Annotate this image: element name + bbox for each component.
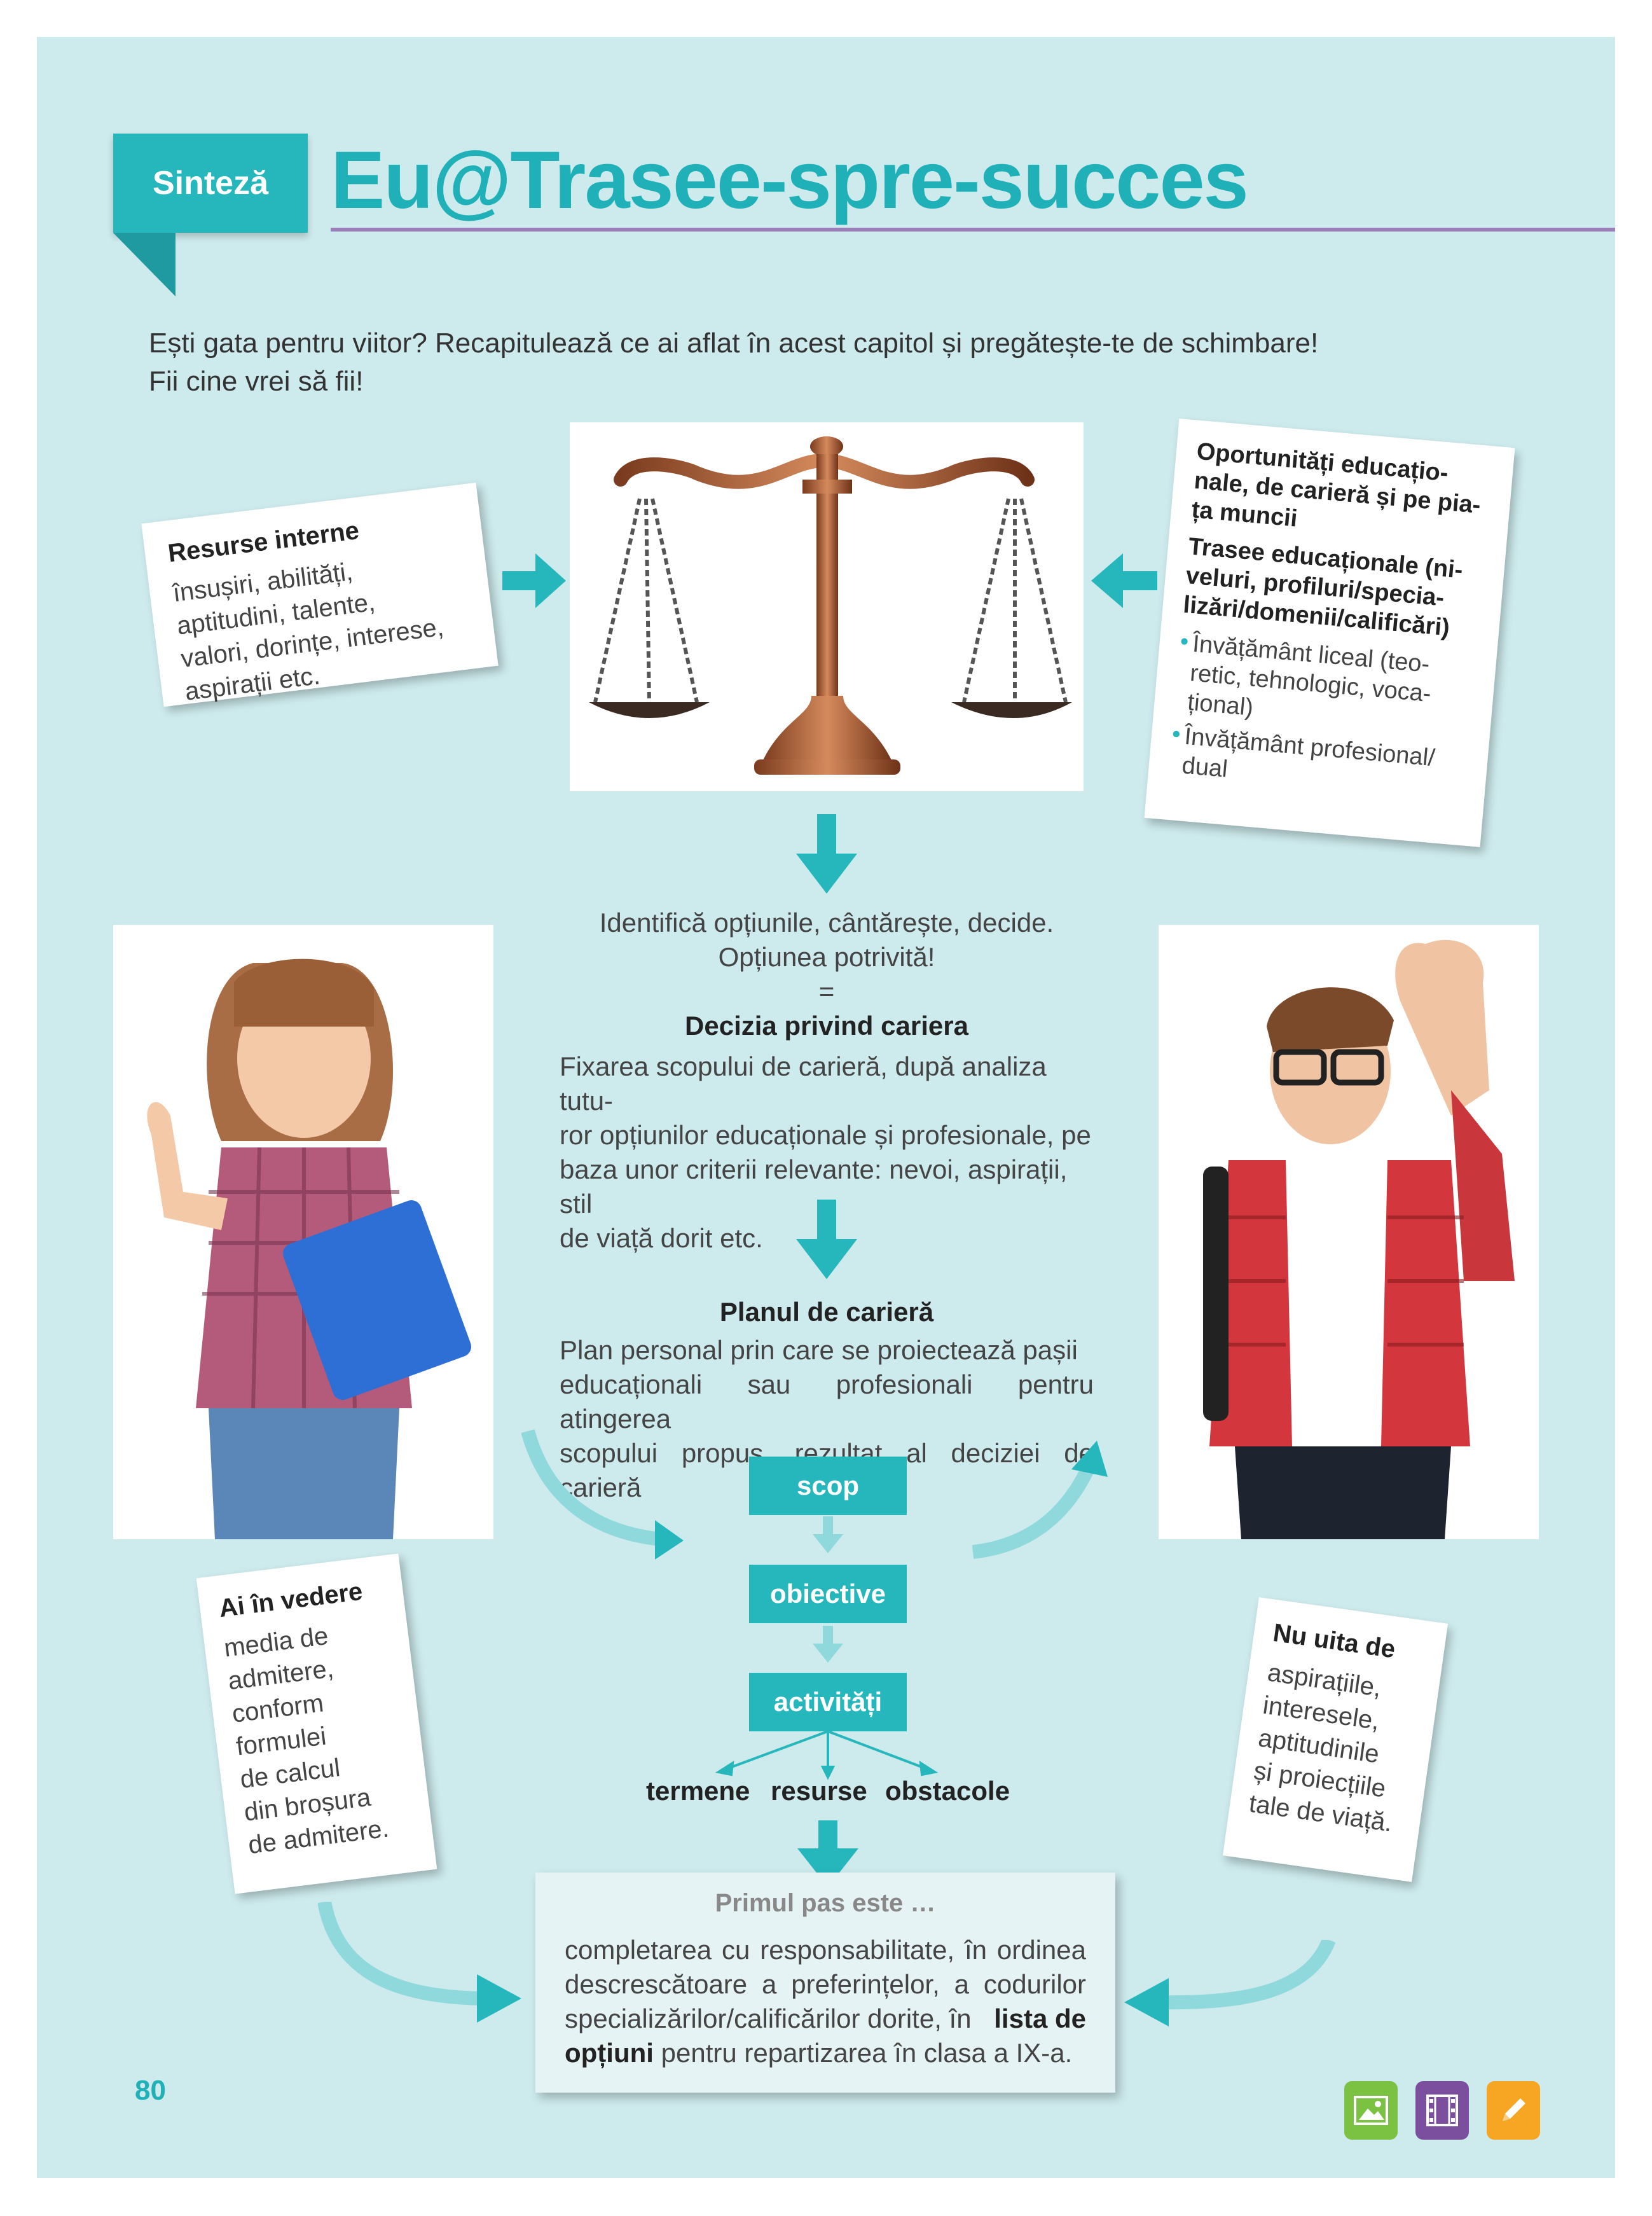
equals-sign: = <box>818 976 835 1006</box>
pencil-icon[interactable] <box>1487 2081 1540 2140</box>
intro-text: Ești gata pentru viitor? Recapitulează c… <box>149 324 1318 401</box>
balance-scale-icon <box>589 436 1072 775</box>
arrow-left-icon <box>1091 553 1157 608</box>
section-tag-label: Sinteză <box>152 165 269 202</box>
section-tag: Sinteză <box>113 134 308 233</box>
arrow-down-icon <box>797 1820 858 1887</box>
intro-line-2: Fii cine vrei să fii! <box>149 366 364 397</box>
arrow-down-icon <box>813 1516 843 1553</box>
nu-uita-card: Nu uita de aspirațiile, interesele, apti… <box>1222 1597 1449 1882</box>
primul-pas-title: Primul pas este … <box>715 1889 936 1917</box>
page-number: 80 <box>135 2075 166 2106</box>
student-girl-icon <box>147 959 472 1539</box>
pencil-glyph <box>1503 2098 1525 2121</box>
branch-arrows <box>715 1731 939 1780</box>
decizia-line: ror opțiunilor educaționale și profesion… <box>560 1120 1091 1150</box>
film-glyph <box>1426 2095 1458 2126</box>
arrow-down-icon <box>796 814 857 894</box>
oportunitati-title: Oportunități educațio- nale, de carieră … <box>1190 437 1493 550</box>
ai-in-vedere-card: Ai în vedere media de admitere, conform … <box>196 1553 437 1894</box>
trasee-subtitle: Trasee educaționale (ni- veluri, profilu… <box>1182 532 1485 645</box>
obiective-box: obiective <box>749 1565 907 1623</box>
oportunitati-card: Oportunități educațio- nale, de carieră … <box>1144 419 1515 847</box>
bullet-icon: • <box>1171 721 1182 749</box>
primul-pas-line: opțiuni pentru repartizarea în clasa a I… <box>565 2036 1086 2070</box>
page-title: Eu@Trasee-spre-succes <box>331 135 1249 226</box>
curved-arrow-icon <box>318 1902 521 2023</box>
scop-label: scop <box>796 1471 860 1500</box>
activitati-label: activități <box>773 1687 883 1717</box>
film-icon[interactable] <box>1415 2081 1469 2140</box>
primul-pas-line: descrescătoare a preferințelor, a coduri… <box>565 1969 1086 1999</box>
termene-label: termene <box>646 1776 750 1806</box>
curved-arrow-icon <box>972 1441 1108 1559</box>
curved-arrow-icon <box>521 1429 684 1560</box>
decizia-line: de viață dorit etc. <box>560 1223 763 1253</box>
bullet-icon: • <box>1179 628 1190 656</box>
identifica-block: Identifică opțiunile, cântărește, decide… <box>560 906 1094 1043</box>
obiective-label: obiective <box>769 1579 886 1609</box>
plan-title: Planul de carieră <box>719 1297 934 1327</box>
optiunea-line: Opțiunea potrivită! <box>718 942 935 972</box>
image-glyph <box>1354 2096 1388 2125</box>
decizia-line: Fixarea scopului de carieră, după analiz… <box>560 1051 1047 1116</box>
arrow-right-icon <box>502 553 566 608</box>
primul-pas-text: specializărilor/calificărilor dorite, în <box>565 2004 972 2033</box>
girl-photo <box>113 925 493 1539</box>
plan-line: Plan personal prin care se proiectează p… <box>560 1335 1078 1365</box>
intro-line-1: Ești gata pentru viitor? Recapitulează c… <box>149 328 1319 359</box>
resurse-label: resurse <box>771 1776 867 1806</box>
decizia-title: Decizia privind cariera <box>685 1011 968 1041</box>
arrow-down-icon <box>813 1626 843 1663</box>
scop-box: scop <box>749 1457 907 1515</box>
activitati-box: activități <box>749 1673 907 1731</box>
image-icon[interactable] <box>1344 2081 1398 2140</box>
lista-optiuni-bold: lista de <box>994 2004 1086 2033</box>
decizia-line: baza unor criterii relevante: nevoi, asp… <box>560 1154 1068 1219</box>
student-boy-icon <box>1203 939 1515 1539</box>
section-tag-tail <box>113 233 176 296</box>
plan-line: educaționali sau profesionali pentru ati… <box>560 1369 1094 1434</box>
obstacole-label: obstacole <box>885 1776 1010 1806</box>
identifica-line: Identifică opțiunile, cântărește, decide… <box>599 908 1054 938</box>
scales-image <box>570 422 1084 791</box>
boy-photo <box>1159 925 1539 1539</box>
plan-description: Plan personal prin care se proiectează p… <box>560 1333 1094 1505</box>
title-underline <box>331 228 1615 232</box>
arrow-down-icon <box>796 1200 857 1279</box>
curved-arrow-icon <box>1124 1940 1335 2026</box>
primul-pas-box: Primul pas este … completarea cu respons… <box>535 1873 1115 2093</box>
decizia-description: Fixarea scopului de carieră, după analiz… <box>560 1049 1094 1256</box>
primul-pas-text: pentru repartizarea în clasa a IX-a. <box>661 2038 1073 2068</box>
primul-pas-line: completarea cu responsabilitate, în ordi… <box>565 1935 1086 1965</box>
primul-pas-line: specializărilor/calificărilor dorite, în… <box>565 2002 1086 2036</box>
optiuni-bold: opțiuni <box>565 2038 654 2068</box>
